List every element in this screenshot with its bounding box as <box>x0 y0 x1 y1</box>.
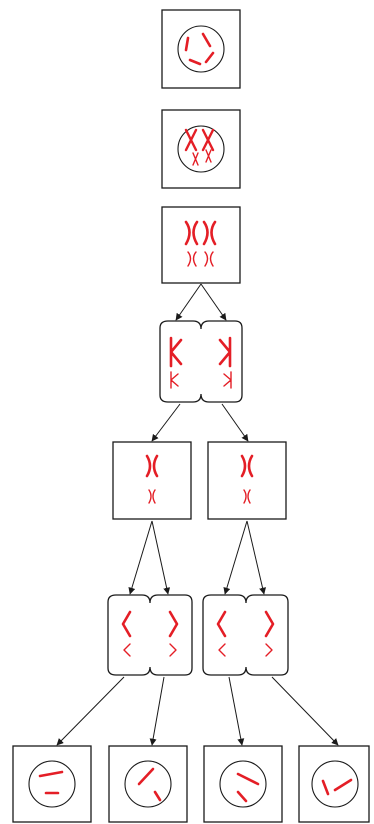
chromosome <box>148 489 156 504</box>
arrow <box>246 520 266 595</box>
arrow <box>151 403 181 442</box>
chromosome <box>264 610 275 638</box>
chromosome-set <box>169 336 232 368</box>
chromosome <box>184 128 198 152</box>
chromosome <box>38 770 64 778</box>
chromosome <box>240 454 254 478</box>
chromosome <box>218 643 226 657</box>
chromosome <box>333 778 353 792</box>
nucleus <box>177 25 225 73</box>
arrow <box>175 283 202 321</box>
cell-box <box>203 745 283 823</box>
arrow <box>128 520 153 595</box>
chromosome <box>169 336 183 368</box>
chromosome <box>184 36 190 52</box>
nucleus <box>28 760 76 808</box>
chromosome <box>187 251 197 267</box>
chromosome-set <box>321 778 353 796</box>
chromosome-set <box>38 770 64 795</box>
dividing-cell-outline <box>202 594 289 676</box>
chromosome-set <box>187 251 214 267</box>
chromosome-set <box>236 772 260 803</box>
stage-interphase <box>161 9 241 89</box>
stage-daughter-cells <box>12 745 370 823</box>
cell-box <box>161 109 241 189</box>
cell-box <box>298 745 370 823</box>
chromosome-set <box>145 454 159 504</box>
chromosome <box>145 454 159 478</box>
chromosome <box>153 790 162 802</box>
arrow <box>200 283 227 321</box>
chromosome <box>184 220 199 246</box>
stage-metaphase-1 <box>161 206 241 284</box>
nucleus <box>124 760 172 808</box>
cell-box <box>207 441 287 520</box>
nucleus <box>311 760 359 808</box>
chromosome-set <box>121 610 179 657</box>
chromosome <box>321 779 330 796</box>
chromosome <box>243 489 251 504</box>
chromosome <box>204 51 215 64</box>
chromosome-set <box>184 128 215 152</box>
chromosome <box>201 32 212 48</box>
chromosome <box>121 610 132 638</box>
nucleus <box>219 760 267 808</box>
chromosome-set <box>240 454 254 504</box>
arrow <box>271 676 339 746</box>
chromosome <box>168 610 179 638</box>
chromosome <box>223 371 232 389</box>
cell-box <box>161 9 241 89</box>
chromosome <box>265 643 273 657</box>
cell-box <box>12 745 92 823</box>
chromosome-set <box>137 767 162 802</box>
cell-box <box>112 441 192 520</box>
chromosome <box>204 251 214 267</box>
chromosome <box>236 772 260 786</box>
nucleus <box>177 125 225 173</box>
chromosome <box>218 336 232 368</box>
arrow <box>56 676 125 746</box>
chromosome <box>123 643 131 657</box>
chromosome <box>202 220 217 246</box>
cell-box <box>108 745 188 823</box>
arrow <box>149 676 165 746</box>
arrow-set <box>175 283 227 321</box>
arrow <box>151 520 171 595</box>
arrow <box>223 520 248 595</box>
stage-anaphase-1 <box>159 320 243 403</box>
chromosome <box>188 58 202 66</box>
chromosome <box>137 767 155 786</box>
dividing-cell-outline <box>159 320 243 403</box>
chromosome <box>170 371 179 389</box>
chromosome-set <box>216 610 275 657</box>
stage-prophase-1 <box>161 109 241 189</box>
chromosome-set <box>192 149 212 166</box>
arrow <box>228 676 245 746</box>
arrow-set <box>128 520 266 595</box>
arrow-set <box>151 403 249 442</box>
chromosome <box>216 610 227 638</box>
chromosome <box>169 643 177 657</box>
chromosome-set <box>184 220 217 246</box>
stage-anaphase-2 <box>107 594 289 676</box>
stage-telophase-1 <box>112 441 287 520</box>
chromosome-set <box>170 371 232 389</box>
chromosome <box>201 128 215 152</box>
cell-box <box>161 206 241 284</box>
chromosome <box>236 790 248 803</box>
dividing-cell-outline <box>107 594 193 676</box>
chromosome-set <box>184 32 215 66</box>
arrow-set <box>56 676 339 746</box>
chromosome <box>192 152 199 166</box>
arrow <box>221 403 249 442</box>
chromosome <box>205 149 212 163</box>
